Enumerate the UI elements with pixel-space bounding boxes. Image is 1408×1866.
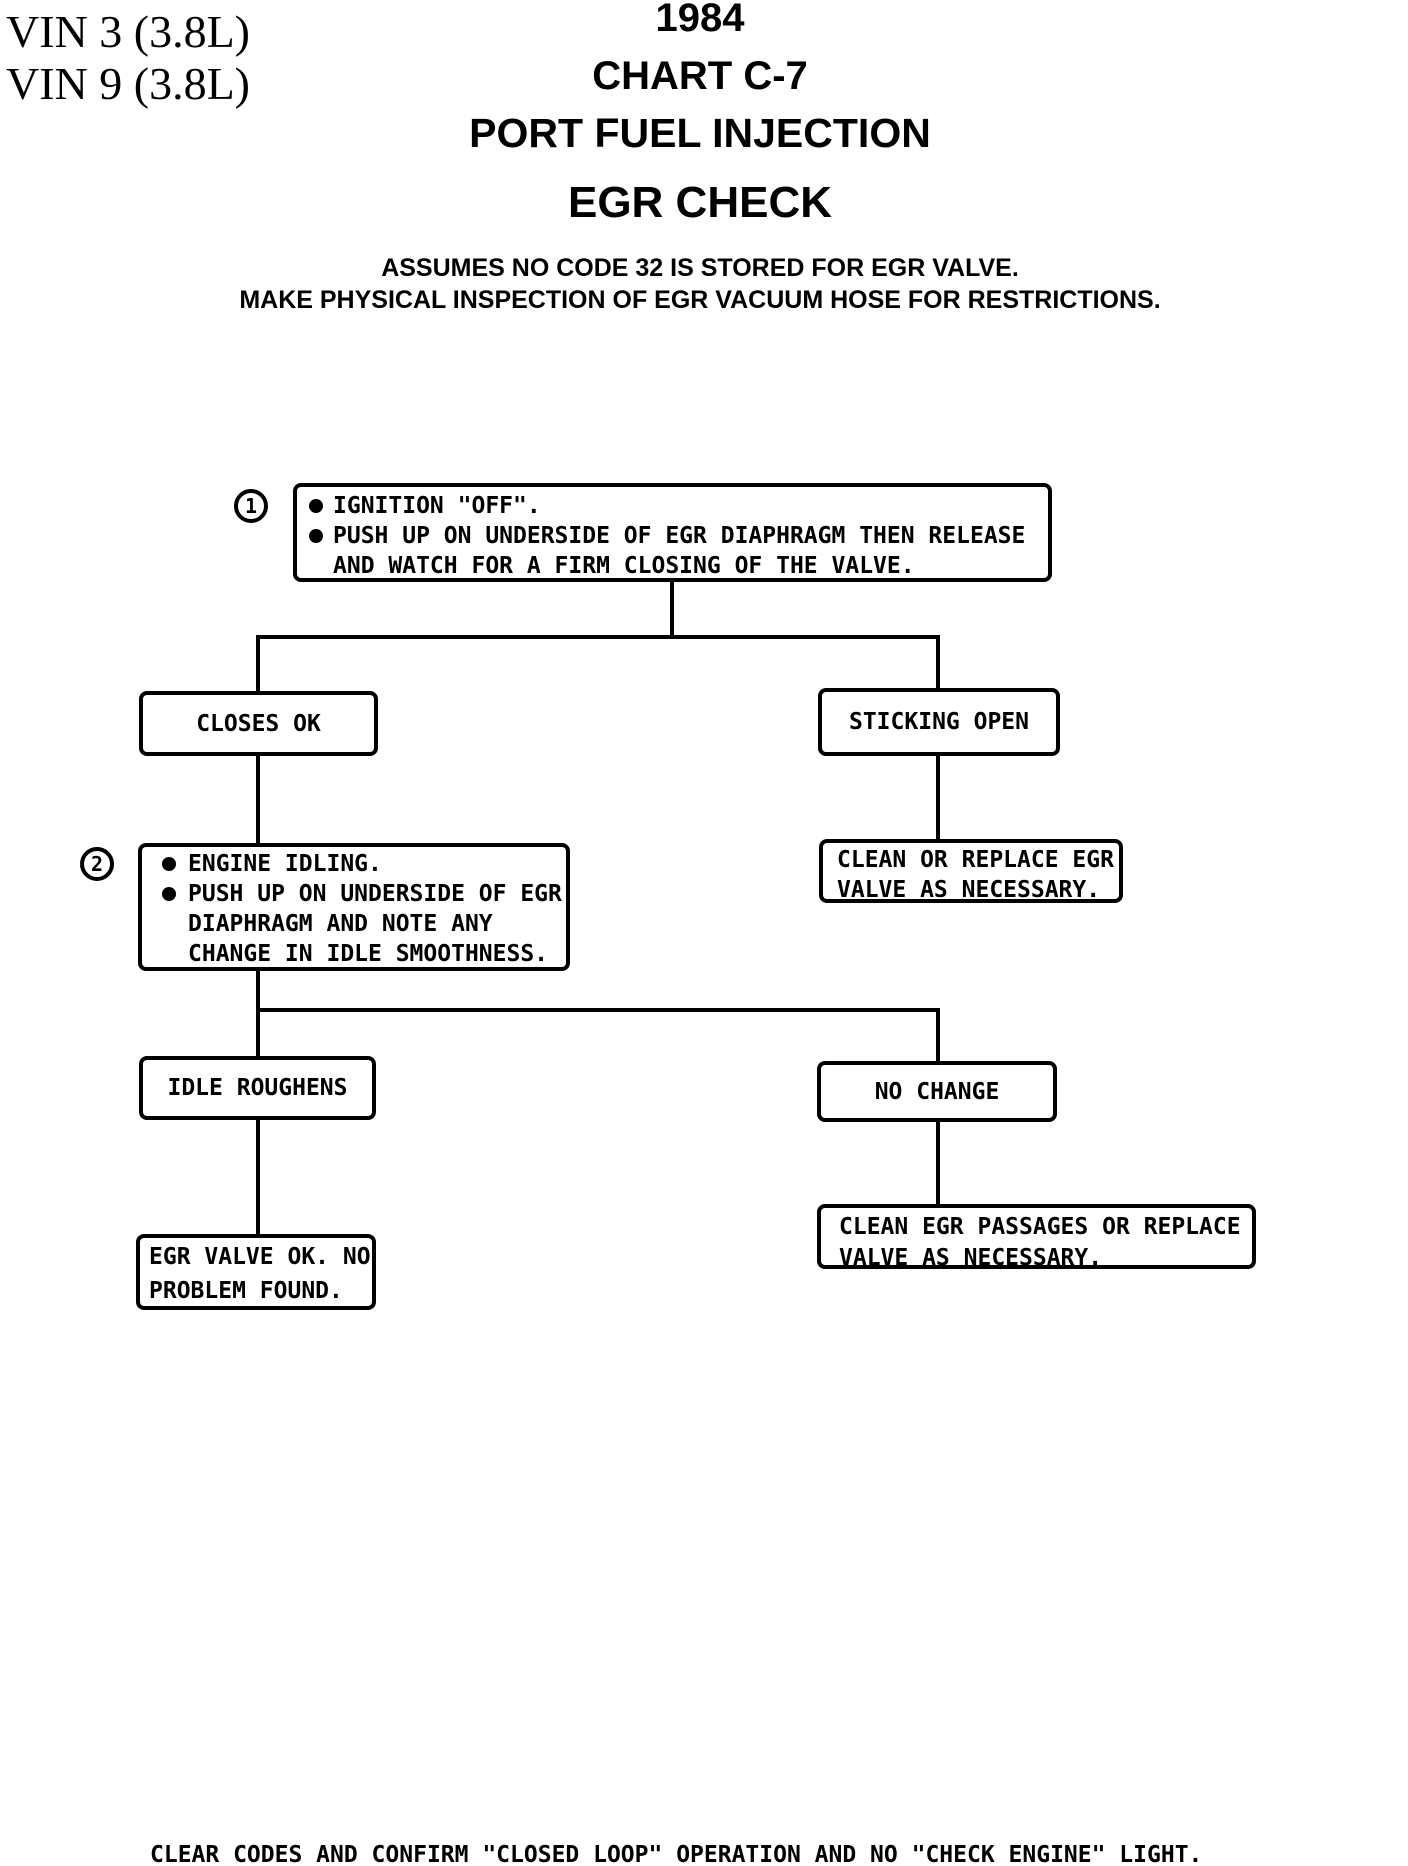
title-check: EGR CHECK xyxy=(567,178,833,227)
connector-branch2 xyxy=(256,1008,940,1012)
connector-branch1-left-down xyxy=(256,635,260,693)
vin-label-1: VIN 3 (3.8L) xyxy=(6,6,250,57)
note-line-1: ASSUMES NO CODE 32 IS STORED FOR EGR VAL… xyxy=(381,254,1019,282)
title-chart: CHART C-7 xyxy=(592,54,808,98)
box-step1: IGNITION "OFF". PUSH UP ON UNDERSIDE OF … xyxy=(293,483,1052,582)
connector-box1-down xyxy=(670,578,674,639)
note-line-2: MAKE PHYSICAL INSPECTION OF EGR VACUUM H… xyxy=(239,286,1161,314)
connector-closesok-down xyxy=(256,753,260,845)
sticking-open-label: STICKING OPEN xyxy=(848,709,1029,735)
connector-branch2-right-down xyxy=(936,1008,940,1063)
footer-instruction: CLEAR CODES AND CONFIRM "CLOSED LOOP" OP… xyxy=(150,1842,1203,1866)
box-step2: ENGINE IDLING. PUSH UP ON UNDERSIDE OF E… xyxy=(138,843,570,971)
clean-passages-line2: VALVE AS NECESSARY. xyxy=(839,1245,1103,1271)
title-system: PORT FUEL INJECTION xyxy=(469,110,931,156)
connector-branch2-left-down xyxy=(256,1008,260,1058)
clean-passages-line1: CLEAN EGR PASSAGES OR REPLACE xyxy=(839,1214,1241,1240)
connector-branch1-right-down xyxy=(936,635,940,690)
connector-idleroughens-down xyxy=(256,1118,260,1236)
title-year: 1984 xyxy=(655,0,745,40)
clean-replace-line2: VALVE AS NECESSARY. xyxy=(837,877,1101,903)
connector-stickingopen-down xyxy=(936,753,940,841)
idle-roughens-label: IDLE ROUGHENS xyxy=(167,1075,348,1101)
step1-bullet-ignition-off: IGNITION "OFF". xyxy=(307,491,1048,521)
vin-label-2: VIN 9 (3.8L) xyxy=(6,58,250,109)
egr-ok-line1: EGR VALVE OK. NO xyxy=(149,1244,371,1270)
step2-bullet-push-diaphragm: PUSH UP ON UNDERSIDE OF EGR xyxy=(160,879,566,909)
step-1-number: 1 xyxy=(244,494,258,518)
step2-bullet-push-diaphragm-cont1: DIAPHRAGM AND NOTE ANY xyxy=(188,911,493,937)
step2-bullet-push-diaphragm-cont2: CHANGE IN IDLE SMOOTHNESS. xyxy=(188,941,549,967)
step-2-number: 2 xyxy=(90,852,104,876)
box-sticking-open: STICKING OPEN xyxy=(818,688,1060,756)
egr-ok-line2: PROBLEM FOUND. xyxy=(149,1278,343,1304)
box-egr-ok: EGR VALVE OK. NO PROBLEM FOUND. xyxy=(136,1234,376,1310)
step1-bullet-push-diaphragm-cont: AND WATCH FOR A FIRM CLOSING OF THE VALV… xyxy=(333,553,915,579)
step-2-marker: 2 xyxy=(80,847,114,881)
step1-bullet-push-diaphragm: PUSH UP ON UNDERSIDE OF EGR DIAPHRAGM TH… xyxy=(307,521,1048,551)
clean-replace-line1: CLEAN OR REPLACE EGR xyxy=(837,847,1114,873)
closes-ok-label: CLOSES OK xyxy=(196,710,321,737)
connector-box2-down xyxy=(256,968,260,1012)
connector-nochange-down xyxy=(936,1120,940,1206)
step2-bullet-engine-idling: ENGINE IDLING. xyxy=(160,849,566,879)
box-clean-replace-valve: CLEAN OR REPLACE EGR VALVE AS NECESSARY. xyxy=(819,839,1123,903)
box-no-change: NO CHANGE xyxy=(817,1061,1057,1122)
vin-label-block: VIN 3 (3.8L) VIN 9 (3.8L) xyxy=(6,6,250,110)
box-clean-passages: CLEAN EGR PASSAGES OR REPLACE VALVE AS N… xyxy=(817,1204,1256,1271)
step-1-marker: 1 xyxy=(234,489,268,523)
no-change-label: NO CHANGE xyxy=(874,1078,1000,1105)
box-idle-roughens: IDLE ROUGHENS xyxy=(139,1056,376,1120)
box-closes-ok: CLOSES OK xyxy=(139,691,378,756)
connector-branch1 xyxy=(256,635,940,639)
